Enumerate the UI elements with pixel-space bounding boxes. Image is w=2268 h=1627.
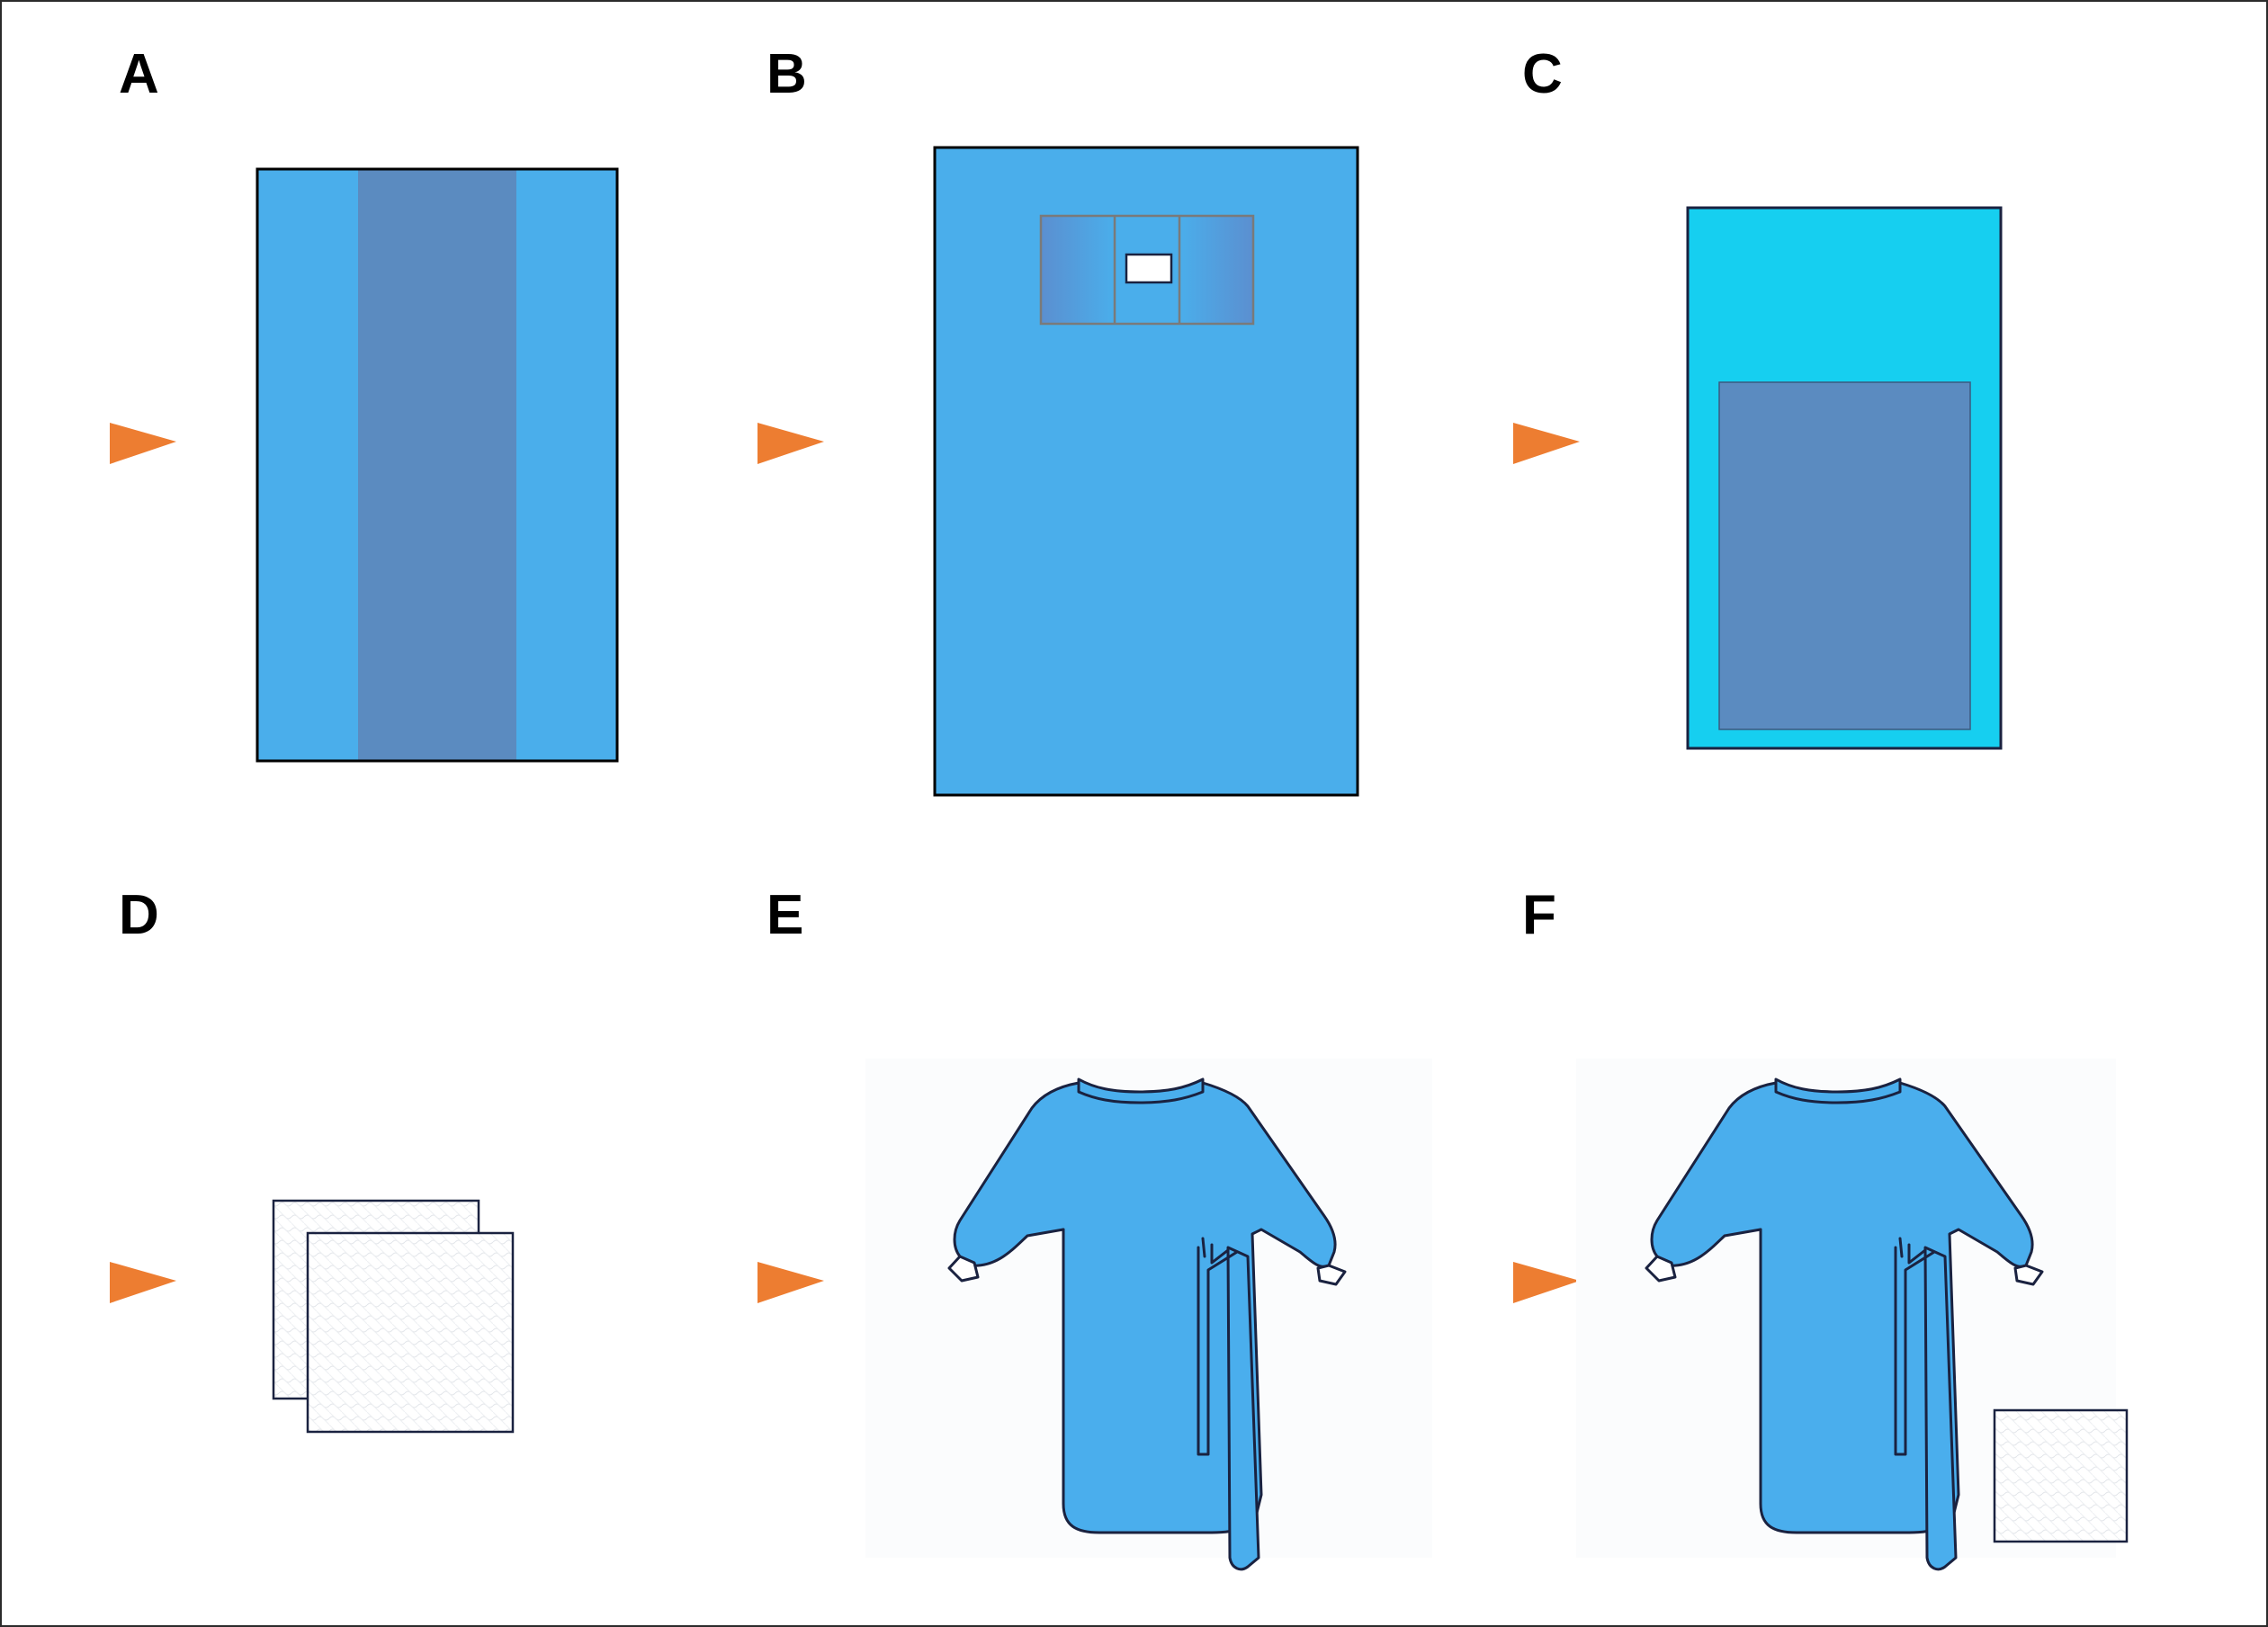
orange-arrow-c [1513,423,1580,464]
orange-pointer-arrow-icon [110,423,176,464]
towel-f [1993,1408,2129,1543]
orange-arrow-f [1513,1262,1580,1303]
orange-pointer-arrow-icon [757,423,824,464]
drape-b-icon [933,146,1359,797]
orange-pointer-arrow-icon [1513,423,1580,464]
gown-f-icon [1576,1059,2129,1571]
panel-label-c: C [1522,43,1563,105]
panel-label-a: A [119,43,159,105]
fenestration-opening [1125,253,1173,284]
panel-label-d: D [119,884,159,946]
orange-pointer-arrow-icon [757,1262,824,1303]
drape-c-icon [1686,206,2003,750]
drape-a-icon [255,167,619,763]
panel-label-e: E [766,884,804,946]
drape-c-inner-panel [1718,381,1971,730]
towel-front [306,1231,515,1434]
orange-arrow-b [757,423,824,464]
orange-arrow-e [757,1262,824,1303]
panel-label-b: B [766,43,807,105]
panel-label-f: F [1522,884,1556,946]
orange-pointer-arrow-icon [1513,1262,1580,1303]
drape-a-center-strip [358,169,516,761]
towels-d-icon [272,1199,515,1434]
gown-e-icon [865,1059,1432,1571]
orange-pointer-arrow-icon [110,1262,176,1303]
orange-arrow-d [110,1262,176,1303]
orange-arrow-a [110,423,176,464]
